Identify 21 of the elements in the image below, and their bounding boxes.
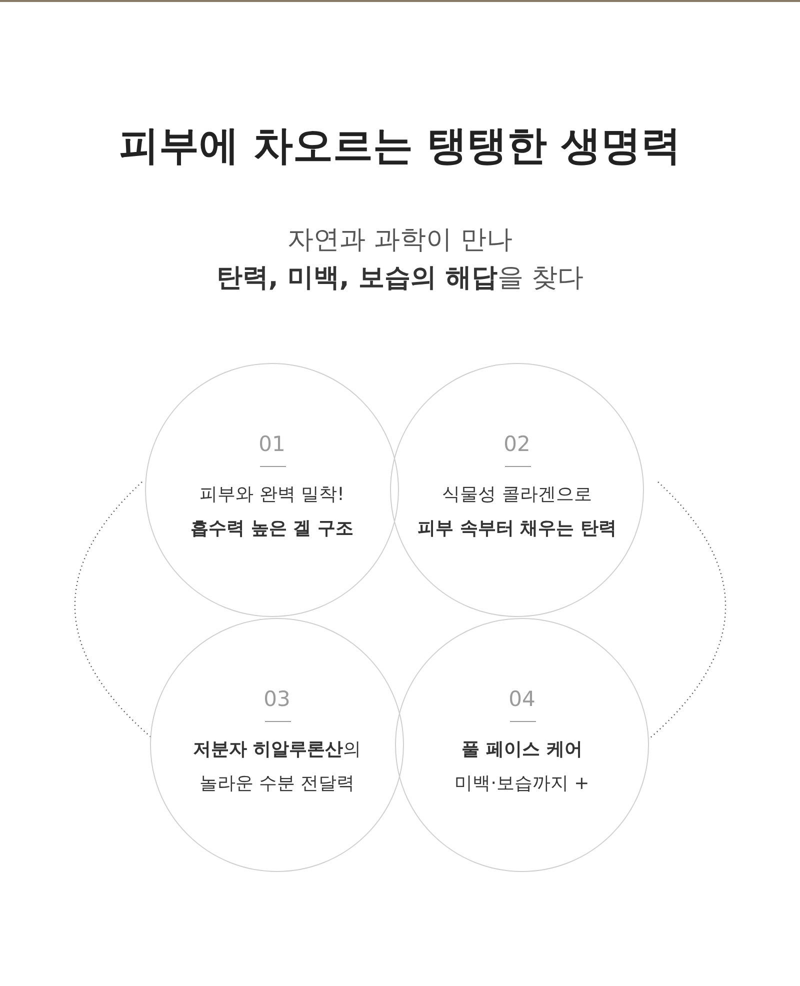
feature-text: 흡수력 높은 겔 구조 <box>190 517 354 540</box>
circle-outline <box>395 618 649 872</box>
step-number: 03 <box>264 687 290 711</box>
feature-text: 피부와 완벽 밀착! <box>200 483 344 506</box>
feature-text: 피부 속부터 채우는 탄력 <box>418 517 616 540</box>
title: 피부에 차오르는 탱탱한 생명력 <box>119 122 681 171</box>
dotted-arc-connector <box>74 482 152 738</box>
feature-text: 놀라운 수분 전달력 <box>199 772 355 795</box>
subtitle-text: 탄력, 미백, 보습의 해답을 찾다 <box>216 262 584 295</box>
dotted-arc-connector <box>650 482 726 738</box>
circle-outline <box>390 363 644 617</box>
feature-text: 미백·보습까지 + <box>454 772 590 795</box>
circle-outline <box>150 618 404 872</box>
feature-text: 식물성 콜라겐으로 <box>442 483 592 506</box>
step-number: 01 <box>258 432 286 456</box>
feature-text: 풀 페이스 케어 <box>462 738 582 761</box>
step-number: 02 <box>504 432 530 456</box>
subtitle-text: 자연과 과학이 만나 <box>288 224 512 257</box>
circle-outline <box>145 363 399 617</box>
step-number: 04 <box>508 687 536 711</box>
feature-text: 저분자 히알루론산의 <box>192 738 362 761</box>
